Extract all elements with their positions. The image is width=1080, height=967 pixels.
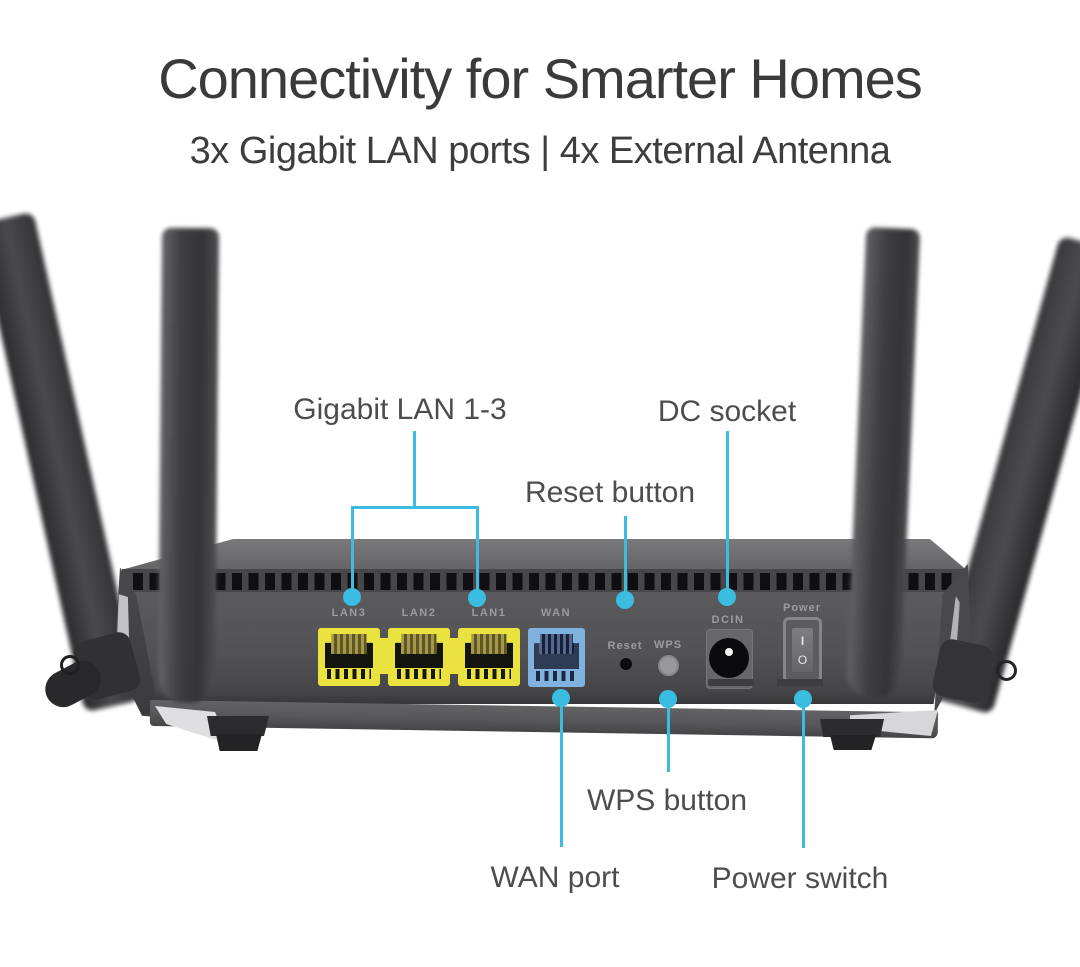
callout-wan-label: WAN port	[490, 861, 620, 894]
callout-gigabit-lan-label: Gigabit LAN 1-3	[293, 393, 507, 426]
hinge-right-screw	[996, 660, 1017, 681]
lan2-jack	[395, 634, 443, 668]
callout-dc-socket-label: DC socket	[657, 395, 797, 428]
lan-bridge-2	[449, 638, 459, 674]
callout-dot-wps	[659, 690, 677, 708]
lan3-pins	[331, 634, 367, 654]
lan3-jack	[325, 634, 373, 668]
lan1-port	[458, 628, 520, 686]
wan-pins	[539, 634, 574, 654]
port-label-lan1: LAN1	[471, 607, 507, 619]
foot-left-pad	[216, 734, 262, 751]
dcin-pin	[725, 648, 733, 656]
callout-gigabit-lan-leg-right	[476, 506, 479, 593]
callout-dot-power	[794, 690, 812, 708]
callout-dot-wan	[552, 689, 570, 707]
port-label-wan: WAN	[540, 607, 572, 619]
port-label-dcin: DCIN	[711, 614, 745, 626]
port-label-wps: WPS	[653, 639, 683, 651]
callout-gigabit-lan-leg-left	[351, 506, 354, 592]
hinge-left-screw	[60, 655, 80, 675]
callout-wan-line	[560, 705, 563, 847]
callout-power-line	[802, 706, 805, 848]
power-on-mark: I	[800, 634, 805, 648]
lan1-pins	[471, 634, 507, 654]
callout-dot-lan3	[343, 588, 361, 606]
callout-reset-line	[624, 516, 627, 594]
foot-left	[207, 716, 269, 736]
callout-dot-lan1	[468, 589, 486, 607]
lan1-teeth	[467, 669, 511, 679]
port-label-power: Power	[782, 602, 821, 614]
lan2-pins	[401, 634, 437, 654]
lan3-port	[318, 628, 380, 686]
callout-gigabit-lan-stem	[413, 431, 416, 509]
foot-right	[820, 719, 884, 737]
power-off-mark: O	[797, 653, 808, 667]
callout-wps-label: WPS button	[586, 784, 748, 817]
foot-right-pad	[830, 735, 876, 750]
dcin-barrel	[709, 638, 749, 678]
vent-grille	[122, 569, 968, 594]
wan-teeth	[536, 671, 577, 681]
port-label-lan3: LAN3	[331, 607, 367, 619]
callout-dc-socket-line	[726, 431, 729, 591]
antenna-left-inner	[157, 227, 220, 704]
reset-pinhole	[620, 658, 632, 670]
panel-recess-right	[777, 679, 823, 686]
page-title: Connectivity for Smarter Homes	[158, 47, 923, 110]
callout-dot-reset	[616, 591, 634, 609]
callout-gigabit-lan-bracket	[351, 506, 479, 509]
power-rocker: I O	[792, 628, 813, 672]
callout-power-label: Power switch	[711, 862, 889, 895]
lan1-jack	[465, 634, 513, 668]
callout-reset-label: Reset button	[524, 476, 696, 509]
lan3-teeth	[327, 669, 371, 679]
panel-recess-left	[708, 679, 754, 686]
wps-button	[658, 655, 679, 676]
callout-wps-line	[667, 706, 670, 772]
vent-slots	[133, 573, 957, 590]
lan2-port	[388, 628, 450, 686]
port-label-reset: Reset	[607, 640, 643, 652]
port-label-lan2: LAN2	[401, 607, 437, 619]
power-switch: I O	[783, 617, 822, 683]
wan-jack	[534, 634, 579, 669]
lan-bridge-1	[379, 638, 389, 674]
page-subtitle: 3x Gigabit LAN ports | 4x External Anten…	[189, 130, 891, 172]
router-top-surface	[120, 538, 967, 570]
callout-dot-dcin	[718, 588, 736, 606]
wan-port	[528, 628, 585, 687]
lan2-teeth	[397, 669, 441, 679]
